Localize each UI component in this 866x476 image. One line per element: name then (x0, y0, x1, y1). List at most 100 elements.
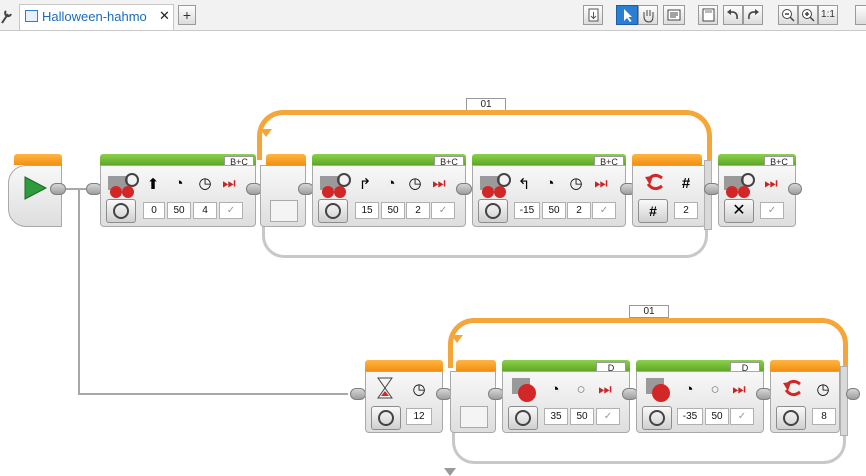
brake-icon: ⏭ (222, 175, 236, 192)
timer-icon (325, 203, 341, 219)
brake-checkbox[interactable]: ✓ (219, 202, 243, 219)
loop-label[interactable]: 01 (629, 305, 669, 318)
move-steering-icon (722, 170, 758, 200)
degrees-icon: ○ (710, 381, 720, 398)
loop-arrow-icon (450, 334, 464, 344)
move-steering-icon (318, 170, 354, 200)
count-input[interactable]: 2 (674, 202, 698, 219)
seconds-input[interactable]: 4 (193, 202, 217, 219)
seconds-icon: ◷ (198, 175, 212, 192)
scroll-down-indicator[interactable] (443, 468, 457, 476)
brake-icon: ⏭ (732, 381, 746, 398)
loop-start-header (456, 360, 496, 371)
seconds-icon: ◷ (569, 175, 583, 192)
zoom-in-button[interactable] (798, 5, 818, 25)
loop-bottom-bar (452, 428, 846, 464)
power-input[interactable]: 50 (381, 202, 405, 219)
move-steering-icon (106, 170, 142, 200)
download-icon (588, 8, 599, 22)
steering-input[interactable]: 15 (355, 202, 379, 219)
loop-arrow-icon (259, 128, 273, 138)
sequence-plug (846, 388, 860, 400)
loop-top-bar (257, 110, 712, 160)
degrees-input[interactable]: 50 (570, 408, 594, 425)
power-input[interactable]: 35 (544, 408, 568, 425)
power-input[interactable]: 50 (542, 202, 566, 219)
save-button[interactable] (698, 5, 718, 25)
loop-time-header (770, 360, 840, 371)
seconds-input[interactable]: 2 (567, 202, 591, 219)
tab-halloween-hahmo[interactable] (19, 4, 174, 30)
hourglass-icon (376, 376, 394, 400)
brake-checkbox[interactable]: ✓ (730, 408, 754, 425)
tab-title: Halloween-hahmo (42, 9, 147, 24)
brake-icon: ⏭ (598, 381, 612, 398)
seconds-input[interactable]: 2 (406, 202, 430, 219)
move-steering-header (312, 154, 466, 165)
move-steering-icon (478, 170, 514, 200)
brake-checkbox[interactable]: ✓ (760, 202, 784, 219)
medium-motor-icon (510, 376, 540, 404)
brake-icon: ⏭ (432, 175, 446, 192)
parallel-wire-vertical (78, 188, 80, 395)
medium-motor-icon (644, 376, 674, 404)
save-icon (702, 8, 715, 22)
undo-button[interactable] (723, 5, 743, 25)
comment-button[interactable] (663, 5, 685, 25)
close-tab-icon[interactable]: ✕ (159, 8, 170, 23)
power-icon: ◔ (550, 381, 560, 398)
steering-left-icon: ↰ (517, 176, 531, 193)
wrench-icon[interactable] (0, 8, 12, 24)
select-tool-button[interactable] (616, 5, 638, 25)
loop-repeat-icon (644, 172, 666, 192)
steering-up-icon: ⬆ (146, 176, 160, 193)
steering-input[interactable]: -15 (514, 202, 540, 219)
loop-bottom-bar (262, 222, 708, 258)
brake-checkbox[interactable]: ✓ (596, 408, 620, 425)
steering-input[interactable]: 0 (143, 202, 165, 219)
pan-tool-button[interactable] (638, 5, 658, 25)
move-steering-header (100, 154, 256, 165)
panel-toggle-button[interactable] (855, 5, 866, 25)
degrees-input[interactable]: 50 (705, 408, 729, 425)
program-icon (25, 10, 38, 22)
medium-motor-header (502, 360, 630, 371)
move-steering-header (718, 154, 796, 165)
pointer-icon (624, 9, 632, 22)
loop-end (704, 160, 712, 230)
play-icon (22, 175, 48, 201)
zoom-out-icon (782, 9, 795, 22)
sequence-plug (788, 183, 802, 195)
loop-start-notch (270, 200, 298, 222)
sequence-plug (50, 183, 66, 195)
download-button[interactable] (583, 5, 603, 25)
mode-selector[interactable]: ✕ (724, 199, 754, 223)
seconds-input[interactable]: 12 (406, 408, 432, 425)
redo-button[interactable] (743, 5, 763, 25)
power-icon: ◔ (545, 175, 555, 192)
power-icon: ◔ (174, 175, 184, 192)
zoom-out-button[interactable] (778, 5, 798, 25)
redo-icon (748, 9, 759, 20)
seconds-icon: ◷ (408, 175, 422, 192)
seconds-icon: ◷ (412, 381, 426, 398)
wait-block-header (365, 360, 443, 371)
sequence-plug (456, 183, 472, 195)
seconds-input[interactable]: 8 (812, 408, 836, 425)
power-input[interactable]: -35 (677, 408, 703, 425)
brake-checkbox[interactable]: ✓ (592, 202, 616, 219)
loop-repeat-icon (782, 378, 804, 398)
count-icon: # (681, 175, 691, 192)
loop-top-bar (448, 318, 848, 368)
timer-icon (485, 203, 501, 219)
add-tab-button[interactable]: + (178, 5, 196, 25)
power-icon: ◔ (684, 381, 694, 398)
start-block[interactable] (8, 165, 62, 227)
power-icon: ◔ (386, 175, 396, 192)
power-input[interactable]: 50 (167, 202, 191, 219)
mode-selector[interactable]: # (638, 199, 668, 223)
zoom-reset-button[interactable]: 1:1 (818, 5, 838, 25)
loop-count-header (632, 154, 702, 165)
brake-checkbox[interactable]: ✓ (431, 202, 455, 219)
steering-right-icon: ↱ (358, 176, 372, 193)
